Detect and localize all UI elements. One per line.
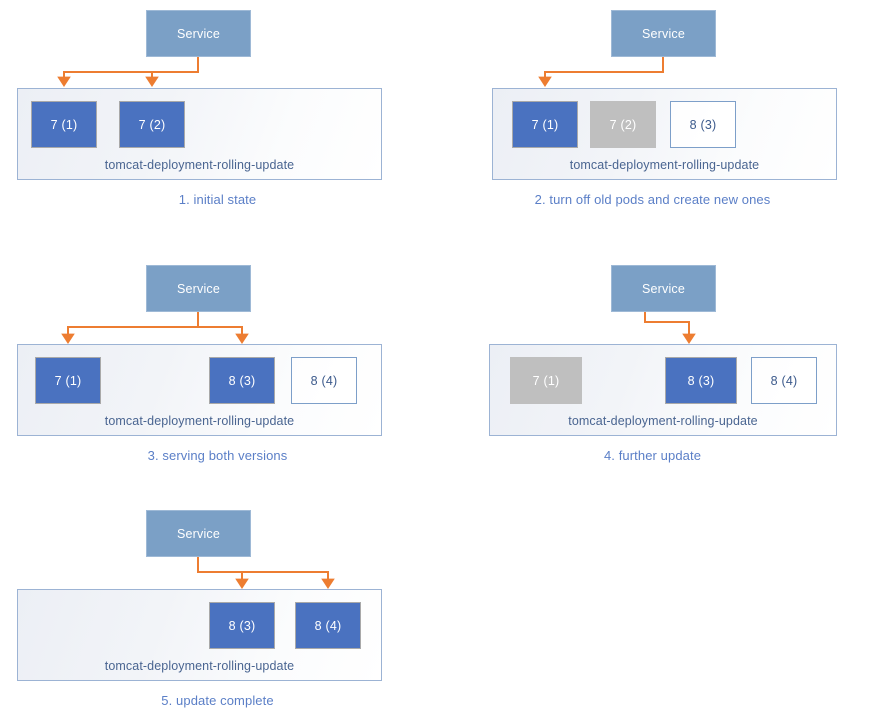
panel-caption: 2. turn off old pods and create new ones [534,192,771,207]
pod-box[interactable]: 7 (2) [119,101,185,148]
panel-serving-both-versions: Service tomcat-deployment-rolling-update… [0,245,435,475]
service-box: Service [146,510,251,557]
panel-caption: 1. initial state [178,192,257,207]
pod-box[interactable]: 7 (2) [590,101,656,148]
pod-box[interactable]: 7 (1) [512,101,578,148]
pod-box[interactable]: 7 (1) [510,357,582,404]
pod-box[interactable]: 8 (3) [665,357,737,404]
deployment-name-label: tomcat-deployment-rolling-update [568,414,758,428]
service-box: Service [146,10,251,57]
panel-caption: 4. further update [603,448,702,463]
panel-initial-state: Service tomcat-deployment-rolling-update… [0,0,435,230]
service-box: Service [611,10,716,57]
deployment-name-label: tomcat-deployment-rolling-update [104,414,295,428]
pod-box[interactable]: 8 (3) [670,101,736,148]
panel-turn-off-old-pods: Service tomcat-deployment-rolling-update… [435,0,870,230]
deployment-name-label: tomcat-deployment-rolling-update [104,659,295,673]
pod-box[interactable]: 8 (3) [209,602,275,649]
panel-caption: 3. serving both versions [147,448,288,463]
service-box: Service [611,265,716,312]
pod-box[interactable]: 8 (3) [209,357,275,404]
deployment-name-label: tomcat-deployment-rolling-update [104,158,295,172]
panel-update-complete: Service tomcat-deployment-rolling-update… [0,490,435,720]
pod-box[interactable]: 7 (1) [35,357,101,404]
deployment-name-label: tomcat-deployment-rolling-update [569,158,760,172]
pod-box[interactable]: 8 (4) [291,357,357,404]
service-box: Service [146,265,251,312]
pod-box[interactable]: 8 (4) [295,602,361,649]
panel-caption: 5. update complete [161,693,274,708]
panel-further-update: Service tomcat-deployment-rolling-update… [435,245,870,475]
pod-box[interactable]: 8 (4) [751,357,817,404]
pod-box[interactable]: 7 (1) [31,101,97,148]
